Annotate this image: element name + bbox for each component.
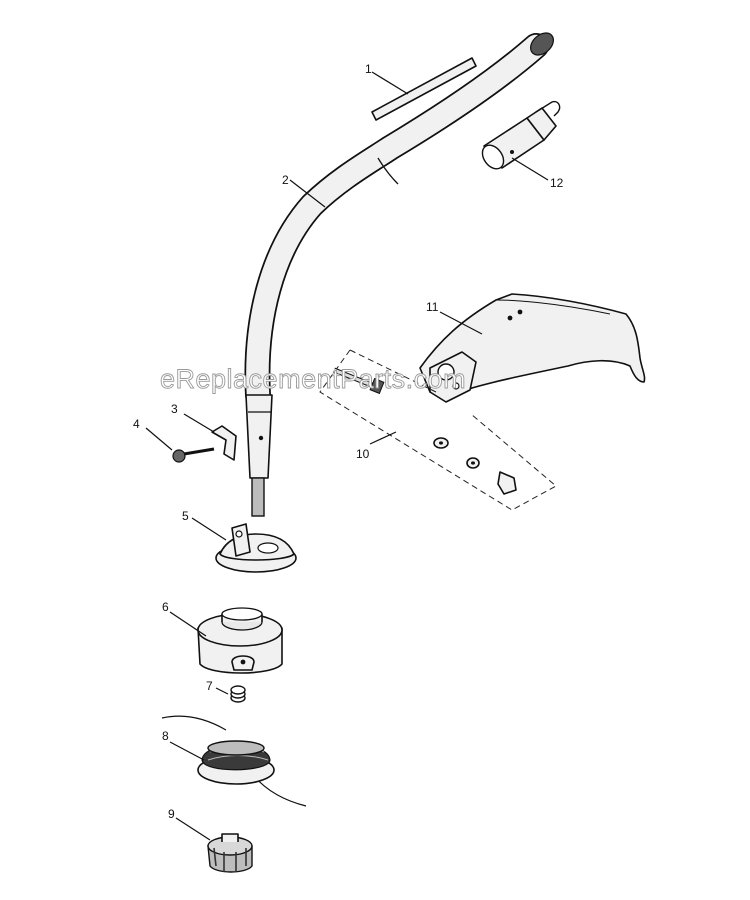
part-11-grass-shield <box>419 293 646 403</box>
callout-12: 12 <box>550 176 564 190</box>
callout-8: 8 <box>162 729 169 743</box>
part-4-screw <box>145 427 215 463</box>
callout-1: 1 <box>365 62 372 76</box>
part-9-bump-knob <box>175 817 253 873</box>
callout-3: 3 <box>171 402 178 416</box>
callout-9: 9 <box>168 807 175 821</box>
part-8-spool <box>161 715 307 807</box>
part-1-label-decal <box>371 57 477 121</box>
part-12-coupler <box>481 100 561 181</box>
part-2-shaft-tube <box>244 32 554 517</box>
callout-6: 6 <box>162 600 169 614</box>
part-6-spool-housing <box>169 607 283 674</box>
callout-7: 7 <box>206 679 213 693</box>
callout-11: 11 <box>426 300 439 314</box>
part-5-head-adapter <box>191 517 297 573</box>
callout-5: 5 <box>182 509 189 523</box>
part-3-bracket <box>183 413 237 461</box>
part-10-hardware-kit <box>319 349 557 511</box>
part-7-spring <box>215 685 246 703</box>
callout-2: 2 <box>282 173 289 187</box>
watermark-text: eReplacementParts.com <box>160 364 466 394</box>
callout-4: 4 <box>133 417 140 431</box>
callout-10: 10 <box>356 447 370 461</box>
